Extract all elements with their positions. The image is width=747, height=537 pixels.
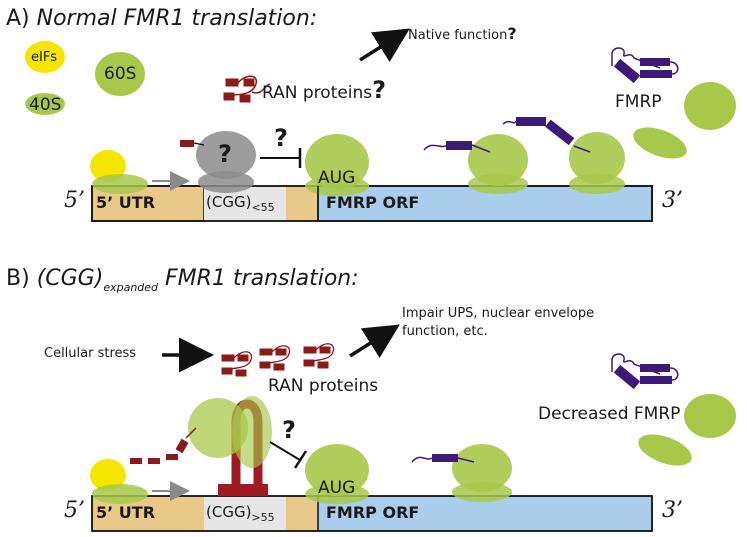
ribosome-aug-b-60s [305, 444, 369, 496]
fmrp-icon-b [611, 353, 679, 390]
inhibition-qmark-b: ? [282, 416, 296, 444]
inhibition-line-b [269, 441, 301, 461]
inhibition-bar-b [293, 450, 308, 469]
ran-proteins-icon [223, 75, 271, 103]
free-60s-right-b [684, 394, 736, 438]
five-prime-b: 5’ [64, 498, 85, 523]
eifs-blob [25, 41, 65, 73]
elongating-ribosome-2-40s [569, 174, 625, 194]
impair-label-1: Impair UPS, nuclear envelope [402, 306, 595, 321]
ran-proteins-text-a: RAN proteins [262, 83, 373, 103]
utr-label-a: 5’ UTR [96, 193, 156, 212]
panel-a-title: A) Normal FMR1 translation: [6, 6, 317, 31]
eifs-label: eIFs [31, 50, 58, 65]
cgg-text-a: (CGG) [206, 193, 252, 211]
grey-complex-qmark: ? [218, 140, 232, 168]
impair-arrow [349, 324, 400, 359]
60s-label: 60S [104, 64, 137, 84]
40s-on-mrna-b [92, 484, 148, 504]
aug-label-a: AUG [318, 168, 356, 188]
ribosome-aug-b-40s [305, 484, 369, 504]
ran-qmark-a: ? [372, 76, 387, 104]
free-40s-right-b [638, 434, 692, 466]
decreased-fmrp-label: Decreased FMRP [538, 404, 681, 424]
panel-b-cgg: (CGG) [36, 266, 104, 291]
fmrp-label-a: FMRP [615, 92, 662, 112]
cgg-label-b: (CGG)>55 [206, 503, 275, 524]
elongating-ribosome-1-40s [468, 174, 528, 194]
native-function-text: Native function [408, 28, 508, 43]
five-prime-a: 5’ [64, 188, 85, 213]
elongating-ribosome-b-60s [452, 444, 512, 492]
grey-complex-tether [193, 142, 205, 146]
fmrp-icon [611, 47, 679, 84]
eif-on-mrna-b [90, 459, 126, 491]
native-function-arrow [359, 28, 410, 63]
40s-on-mrna-a [92, 174, 148, 194]
native-qmark: ? [507, 24, 517, 43]
elongating-ribosome-b-40s [452, 482, 512, 502]
orf-label-b: FMRP ORF [326, 503, 420, 522]
three-prime-a: 3’ [662, 188, 683, 213]
40s-subunit [25, 93, 65, 115]
ribosome-aug-a-60s [305, 134, 369, 190]
nascent-fmrp-1 [423, 141, 491, 153]
eif-on-mrna-a [90, 150, 126, 182]
elongating-ribosome-2-60s [569, 132, 625, 184]
grey-complex-bottom [198, 171, 254, 193]
utr-region-b-2 [286, 496, 318, 531]
cgg-text-b: (CGG) [206, 503, 252, 521]
native-function-label: Native function? [408, 24, 517, 43]
impair-label-2: function, etc. [402, 324, 488, 339]
cgg-sub-b: >55 [251, 511, 275, 524]
nascent-fmrp-b [411, 454, 475, 463]
ran-proteins-cluster-icon [221, 343, 335, 377]
panel-a-letter: A) [6, 6, 30, 31]
ran-proteins-label-b: RAN proteins [268, 376, 379, 396]
panel-b-expanded: expanded [103, 281, 159, 294]
ran-peptide-chain [130, 427, 197, 464]
ribosome-aug-a-40s [305, 176, 369, 196]
inhibition-qmark-a: ? [274, 124, 288, 152]
cgg-sub-a: <55 [251, 201, 275, 214]
three-prime-b: 3’ [662, 498, 683, 523]
panel-b-title: B) (CGG)expanded FMR1 translation: [6, 266, 359, 294]
60s-subunit [95, 52, 145, 96]
stalled-ribosome-40s [232, 396, 272, 468]
free-60s-right [684, 82, 736, 130]
mrna-outline-a [91, 185, 653, 222]
panel-b-title-rest: FMR1 translation: [165, 266, 359, 291]
40s-label: 40S [29, 95, 62, 115]
mrna-outline-b [91, 495, 653, 532]
free-40s-right [633, 127, 687, 159]
panel-b-letter: B) [6, 266, 30, 291]
cgg-region-b [204, 496, 286, 531]
elongating-ribosome-1-60s [468, 134, 528, 186]
aug-label-b: AUG [318, 478, 356, 498]
ran-proteins-label-a: RAN proteins? [262, 76, 386, 104]
panel-a-title-text: Normal FMR1 translation: [36, 6, 318, 31]
nascent-fmrp-2 [502, 117, 591, 153]
grey-complex-peptide [180, 140, 194, 147]
utr-label-b: 5’ UTR [96, 503, 156, 522]
grey-complex-top [196, 131, 256, 179]
cgg-label-a: (CGG)<55 [206, 193, 275, 214]
cellular-stress-label: Cellular stress [44, 346, 137, 361]
orf-label-a: FMRP ORF [326, 193, 420, 212]
